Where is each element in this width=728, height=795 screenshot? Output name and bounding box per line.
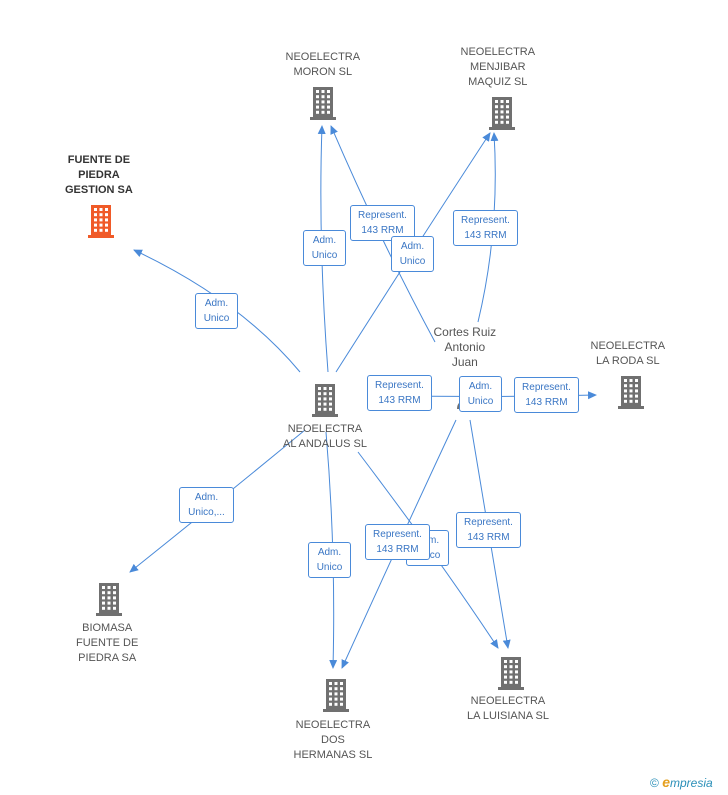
relation-label-line: Unico <box>467 396 494 407</box>
node-label-line: Antonio <box>444 340 486 354</box>
node-label-line: PIEDRA <box>78 169 120 181</box>
node-label-line: LA RODA SL <box>595 355 660 367</box>
relation-label-line: Represent. <box>358 210 407 221</box>
copyright-symbol: © <box>650 776 659 790</box>
building-icon[interactable] <box>85 203 117 244</box>
node-label-neoelectra-dos-hermanas[interactable]: NEOELECTRA DOS HERMANAS SL <box>294 718 373 763</box>
relation-label-line: Adm. <box>468 381 493 392</box>
relation-label-line: Adm. <box>400 241 425 252</box>
building-icon[interactable] <box>495 655 527 696</box>
relation-label-line: 143 RRM <box>467 532 510 543</box>
node-label-biomasa[interactable]: BIOMASA FUENTE DE PIEDRA SA <box>76 621 138 666</box>
node-label-line: MAQUIZ SL <box>468 76 528 88</box>
relation-label-line: Adm. <box>312 235 337 246</box>
node-label-line: NEOELECTRA <box>470 695 546 707</box>
relation-label-line: Represent. <box>375 380 424 391</box>
node-label-neoelectra-al-andalus[interactable]: NEOELECTRA AL ANDALUS SL <box>283 422 367 452</box>
relation-label[interactable]: Represent. 143 RRM <box>365 524 430 560</box>
relation-label-line: Unico <box>311 250 338 261</box>
node-label-line: BIOMASA <box>82 622 133 634</box>
node-label-neoelectra-menjibar[interactable]: NEOELECTRA MENJIBAR MAQUIZ SL <box>461 45 536 90</box>
node-label-line: NEOELECTRA <box>590 340 666 352</box>
relation-label-line: Unico,... <box>188 507 225 518</box>
building-icon[interactable] <box>320 677 352 718</box>
node-label-line: NEOELECTRA <box>285 51 361 63</box>
node-label-neoelectra-moron[interactable]: NEOELECTRA MORON SL <box>286 50 361 80</box>
node-label-line: DOS <box>321 734 345 746</box>
relation-label-line: 143 RRM <box>378 395 421 406</box>
node-label-line: Cortes Ruiz <box>433 325 497 339</box>
node-label-line: FUENTE DE <box>76 637 139 649</box>
node-label-line: AL ANDALUS SL <box>283 438 367 450</box>
node-label-line: HERMANAS SL <box>293 749 373 761</box>
node-label-line: LA LUISIANA SL <box>467 710 549 722</box>
node-label-line: GESTION SA <box>65 184 133 196</box>
relation-label[interactable]: Represent. 143 RRM <box>456 512 521 548</box>
relation-label[interactable]: Represent. 143 RRM <box>367 375 432 411</box>
relation-label[interactable]: Represent. 143 RRM <box>514 377 579 413</box>
relation-label[interactable]: Represent. 143 RRM <box>350 205 415 241</box>
relation-label[interactable]: Represent. 143 RRM <box>453 210 518 246</box>
relation-label-line: 143 RRM <box>525 397 568 408</box>
relation-label[interactable]: Adm. Unico <box>391 236 434 272</box>
node-label-fuente-de-piedra[interactable]: FUENTE DE PIEDRA GESTION SA <box>65 153 133 198</box>
relation-label-line: Adm. <box>204 298 229 309</box>
brand-initial: e <box>662 774 670 790</box>
relation-label-line: Unico <box>316 562 343 573</box>
building-icon[interactable] <box>309 382 341 423</box>
brand-name: mpresia <box>669 776 713 790</box>
relation-label-line: 143 RRM <box>361 225 404 236</box>
building-icon[interactable] <box>615 374 647 415</box>
building-icon[interactable] <box>486 95 518 136</box>
node-label-neoelectra-la-roda[interactable]: NEOELECTRA LA RODA SL <box>591 339 666 369</box>
relation-label-line: Represent. <box>522 382 571 393</box>
relation-label[interactable]: Adm. Unico <box>459 376 502 412</box>
relation-label-line: Represent. <box>373 529 422 540</box>
relation-label-line: Represent. <box>464 517 513 528</box>
building-icon[interactable] <box>93 581 125 622</box>
relation-label-line: 143 RRM <box>464 230 507 241</box>
relation-label-line: 143 RRM <box>376 544 419 555</box>
node-label-line: NEOELECTRA <box>287 423 363 435</box>
relation-label[interactable]: Adm. Unico,... <box>179 487 234 523</box>
node-label-line: NEOELECTRA <box>295 719 371 731</box>
relation-label[interactable]: Adm. Unico <box>303 230 346 266</box>
relation-label[interactable]: Adm. Unico <box>308 542 351 578</box>
node-label-neoelectra-la-luisiana[interactable]: NEOELECTRA LA LUISIANA SL <box>467 694 549 724</box>
node-label-line: MORON SL <box>293 66 353 78</box>
relation-label-line: Unico <box>399 256 426 267</box>
node-label-line: MENJIBAR <box>469 61 526 73</box>
relation-label-line: Adm. <box>317 547 342 558</box>
empresia-watermark: © empresia <box>650 774 713 790</box>
node-label-line: PIEDRA SA <box>78 652 137 664</box>
node-label-line: NEOELECTRA <box>460 46 536 58</box>
node-label-line: Juan <box>451 355 478 369</box>
relation-label-line: Unico <box>203 313 230 324</box>
relation-label-line: Adm. <box>194 492 219 503</box>
building-icon[interactable] <box>307 85 339 126</box>
relation-label[interactable]: Adm. Unico <box>195 293 238 329</box>
relation-label-line: Represent. <box>461 215 510 226</box>
node-label-line: FUENTE DE <box>67 154 131 166</box>
